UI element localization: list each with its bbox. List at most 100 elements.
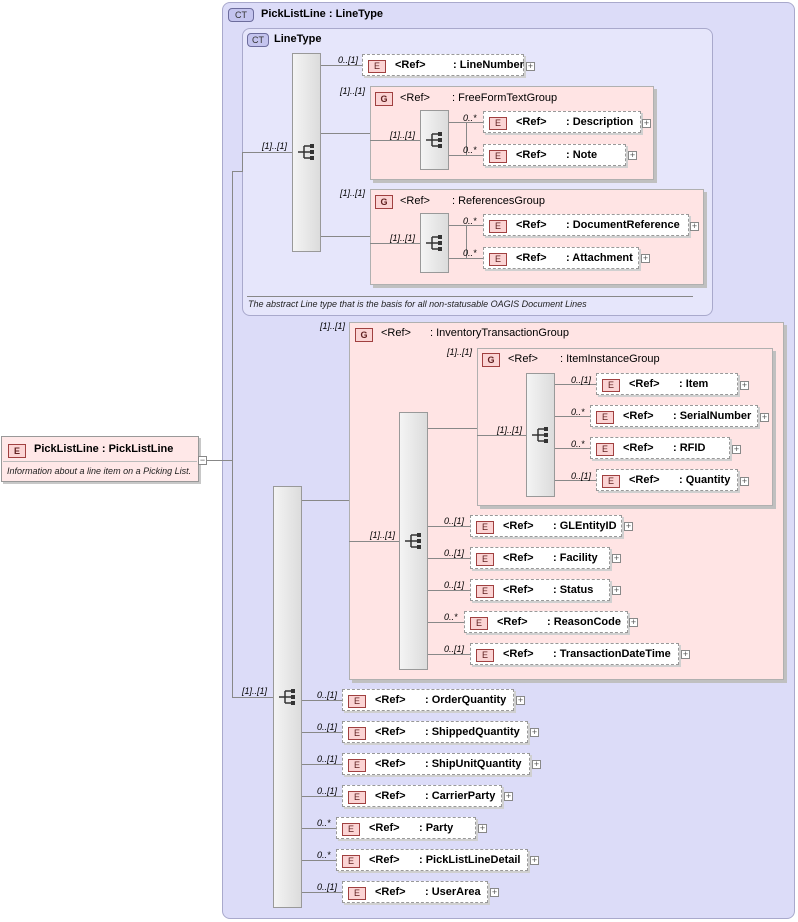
element-line-number[interactable]: E <Ref> : LineNumber xyxy=(362,54,524,76)
ref-label: <Ref> xyxy=(375,886,406,898)
cardinality: 0..[1] xyxy=(444,516,465,526)
expand-toggle[interactable]: + xyxy=(612,585,621,595)
expand-toggle[interactable]: + xyxy=(740,380,749,390)
connector xyxy=(477,435,526,436)
element-badge: E xyxy=(489,253,507,266)
element-name: : Note xyxy=(566,149,598,161)
element-serial-number[interactable]: E <Ref> : SerialNumber xyxy=(590,405,758,427)
cardinality: 0..* xyxy=(571,439,585,449)
connector xyxy=(302,700,342,701)
expand-toggle[interactable]: + xyxy=(641,253,650,263)
element-item[interactable]: E <Ref> : Item xyxy=(596,373,738,395)
connector xyxy=(555,384,596,385)
expand-toggle[interactable]: + xyxy=(642,118,651,128)
element-note[interactable]: E <Ref> : Note xyxy=(483,144,626,166)
sequence-icon xyxy=(532,427,548,443)
element-attachment[interactable]: E <Ref> : Attachment xyxy=(483,247,639,269)
connector xyxy=(370,140,420,141)
cardinality: 0..[1] xyxy=(317,754,338,764)
element-name: : ReasonCode xyxy=(547,616,621,628)
expand-toggle[interactable]: + xyxy=(612,553,621,563)
element-user-area[interactable]: E <Ref> : UserArea xyxy=(342,881,488,903)
expand-toggle[interactable]: + xyxy=(526,61,535,71)
connector xyxy=(466,225,467,259)
element-party[interactable]: E <Ref> : Party xyxy=(336,817,476,839)
connector xyxy=(466,122,467,156)
element-name: : Item xyxy=(679,378,709,390)
expand-toggle[interactable]: + xyxy=(504,791,513,801)
expand-toggle[interactable]: + xyxy=(628,150,637,160)
element-quantity[interactable]: E <Ref> : Quantity xyxy=(596,469,738,491)
expand-toggle[interactable]: + xyxy=(478,823,487,833)
expand-toggle[interactable]: + xyxy=(530,855,539,865)
ref-label: <Ref> xyxy=(369,822,400,834)
cardinality: 0..* xyxy=(444,612,458,622)
connector xyxy=(428,590,470,591)
cardinality: [1]..[1] xyxy=(262,141,288,151)
collapse-toggle[interactable]: − xyxy=(198,455,207,465)
sequence-icon xyxy=(279,689,295,705)
cardinality: 0..[1] xyxy=(317,722,338,732)
element-pick-list-line-detail[interactable]: E <Ref> : PickListLineDetail xyxy=(336,849,528,871)
ref-label: <Ref> xyxy=(375,758,406,770)
expand-toggle[interactable]: + xyxy=(681,649,690,659)
expand-toggle[interactable]: + xyxy=(760,412,769,422)
complex-type-badge: CT xyxy=(247,33,269,47)
element-badge: E xyxy=(489,220,507,233)
expand-toggle[interactable]: + xyxy=(624,521,633,531)
cardinality: 0..[1] xyxy=(317,690,338,700)
element-badge: E xyxy=(342,855,360,868)
element-name: : OrderQuantity xyxy=(425,694,507,706)
connector xyxy=(302,764,342,765)
connector xyxy=(302,860,336,861)
ref-label: <Ref> xyxy=(503,584,534,596)
ref-label: <Ref> xyxy=(395,59,426,71)
element-name: : Party xyxy=(419,822,454,834)
connector xyxy=(321,133,370,134)
element-description[interactable]: E <Ref> : Description xyxy=(483,111,641,133)
expand-toggle[interactable]: + xyxy=(629,617,638,627)
root-element[interactable]: E PickListLine : PickListLine Informatio… xyxy=(1,436,199,482)
cardinality: 0..[1] xyxy=(571,471,592,481)
root-element-description: Information about a line item on a Picki… xyxy=(7,466,192,476)
element-status[interactable]: E <Ref> : Status xyxy=(470,579,610,601)
element-badge: E xyxy=(348,759,366,772)
connector xyxy=(321,236,370,237)
cardinality: 0..[1] xyxy=(338,55,359,65)
expand-toggle[interactable]: + xyxy=(532,759,541,769)
group-badge: G xyxy=(375,195,393,209)
ref-label: <Ref> xyxy=(629,474,660,486)
element-name: : PickListLineDetail xyxy=(419,854,521,866)
element-order-quantity[interactable]: E <Ref> : OrderQuantity xyxy=(342,689,514,711)
cardinality: 0..[1] xyxy=(444,644,465,654)
connector xyxy=(428,622,464,623)
element-reason-code[interactable]: E <Ref> : ReasonCode xyxy=(464,611,628,633)
cardinality: 0..[1] xyxy=(571,375,592,385)
element-ship-unit-quantity[interactable]: E <Ref> : ShipUnitQuantity xyxy=(342,753,530,775)
cardinality: 0..* xyxy=(463,216,477,226)
element-rfid[interactable]: E <Ref> : RFID xyxy=(590,437,730,459)
connector xyxy=(555,480,596,481)
element-facility[interactable]: E <Ref> : Facility xyxy=(470,547,610,569)
expand-toggle[interactable]: + xyxy=(740,476,749,486)
connector xyxy=(321,65,362,66)
element-gl-entity-id[interactable]: E <Ref> : GLEntityID xyxy=(470,515,622,537)
element-carrier-party[interactable]: E <Ref> : CarrierParty xyxy=(342,785,502,807)
element-name: : Status xyxy=(553,584,594,596)
connector xyxy=(302,796,342,797)
element-transaction-date-time[interactable]: E <Ref> : TransactionDateTime xyxy=(470,643,679,665)
cardinality: 0..* xyxy=(571,407,585,417)
expand-toggle[interactable]: + xyxy=(732,444,741,454)
cardinality: 0..* xyxy=(463,145,477,155)
expand-toggle[interactable]: + xyxy=(490,887,499,897)
expand-toggle[interactable]: + xyxy=(690,221,699,231)
connector xyxy=(302,500,350,501)
element-document-reference[interactable]: E <Ref> : DocumentReference xyxy=(483,214,689,236)
expand-toggle[interactable]: + xyxy=(516,695,525,705)
group-name: : FreeFormTextGroup xyxy=(452,92,558,104)
element-shipped-quantity[interactable]: E <Ref> : ShippedQuantity xyxy=(342,721,528,743)
expand-toggle[interactable]: + xyxy=(530,727,539,737)
connector xyxy=(242,152,292,153)
element-name: : RFID xyxy=(673,442,706,454)
ref-label: <Ref> xyxy=(516,219,547,231)
